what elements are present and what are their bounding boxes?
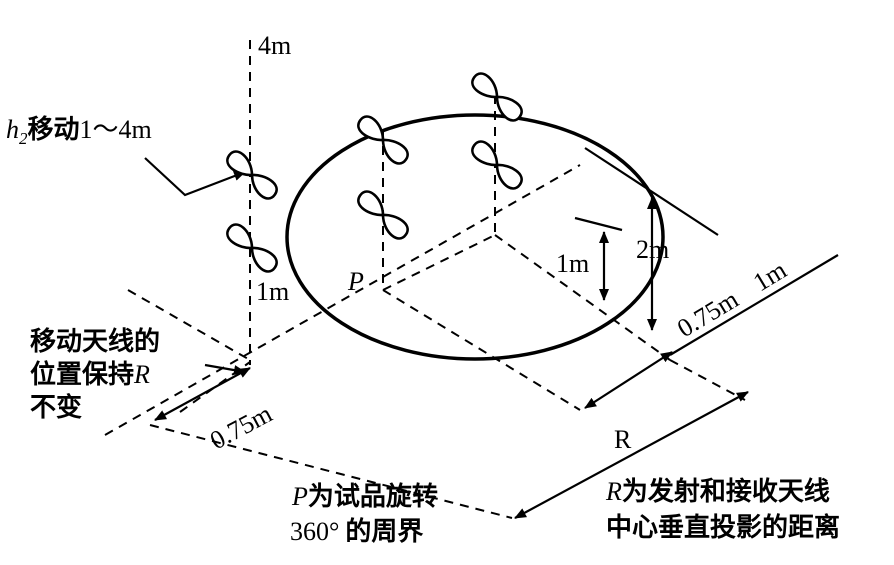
note-p-symbol: P <box>291 482 308 511</box>
label-point-p: P <box>347 267 364 296</box>
label-dim-r: R <box>614 425 632 454</box>
label-height-4m: 4m <box>258 31 291 60</box>
back-antenna-top-icon <box>471 72 523 122</box>
note-p-line2: 360°的周界 <box>290 516 423 547</box>
front-antenna-top-icon <box>357 115 409 165</box>
note-r-line1: R为发射和接收天线 <box>605 476 830 507</box>
note-move-antenna-line2-r: R <box>133 360 150 389</box>
note-r-symbol: R <box>605 477 622 506</box>
label-dim-1m-right: 1m <box>748 255 791 297</box>
h2-symbol: h <box>6 115 19 144</box>
note-r-line1-text: 为发射和接收天线 <box>622 476 830 507</box>
moving-antenna-bottom-icon <box>226 223 278 273</box>
dim-r-arrow <box>514 391 749 519</box>
ground-dash-center-to-right <box>382 289 581 411</box>
note-move-antenna-line2: 位置保持R <box>30 359 150 390</box>
note-p-line1: P为试品旋转 <box>291 482 438 512</box>
h2-subscript: 2 <box>19 129 28 148</box>
top-1m-reference <box>574 216 623 232</box>
ground-dash-back-axis <box>494 234 671 361</box>
label-dim-075m-left: 0.75m <box>205 399 277 455</box>
label-dim-1m: 1m <box>556 249 589 278</box>
moving-antenna-top-icon <box>226 150 278 200</box>
top-2m-reference <box>584 147 719 236</box>
note-move-antenna-line3: 不变 <box>30 392 82 423</box>
h2-move-text: 移动 <box>28 115 80 145</box>
position-leader-arrow <box>204 363 246 376</box>
ground-dash-right-lower <box>669 359 746 401</box>
rotation-periphery <box>285 113 665 361</box>
label-h2-move: h2移动1～4m <box>6 115 152 148</box>
note-p-line2-text: 的周界 <box>345 516 423 547</box>
ground-dash-left-back <box>104 164 581 436</box>
label-height-1m: 1m <box>256 277 289 306</box>
h2-move-range: 1～4m <box>80 115 152 144</box>
ground-dash-p-to-back <box>382 234 496 291</box>
note-p-line1-text: 为试品旋转 <box>308 482 438 512</box>
label-dim-2m: 2m <box>636 235 669 264</box>
ground-dash-left-front <box>127 289 251 361</box>
right-boundary-line <box>669 254 839 356</box>
note-p-degree: 360° <box>290 517 339 546</box>
note-r-line2: 中心垂直投影的距离 <box>606 512 840 543</box>
dim-075m-right-arrow <box>584 351 673 409</box>
back-antenna-bottom-icon <box>471 140 523 190</box>
h2-leader-arrow <box>144 157 246 197</box>
note-move-antenna-line1: 移动天线的 <box>30 326 160 357</box>
dim-075m-left-arrow <box>154 367 251 421</box>
front-antenna-bottom-icon <box>357 190 409 240</box>
ground-dash-lower-left <box>149 424 513 519</box>
label-dim-075m-right: 0.75m <box>672 284 743 343</box>
note-move-antenna-line2-text: 位置保持 <box>30 359 134 390</box>
